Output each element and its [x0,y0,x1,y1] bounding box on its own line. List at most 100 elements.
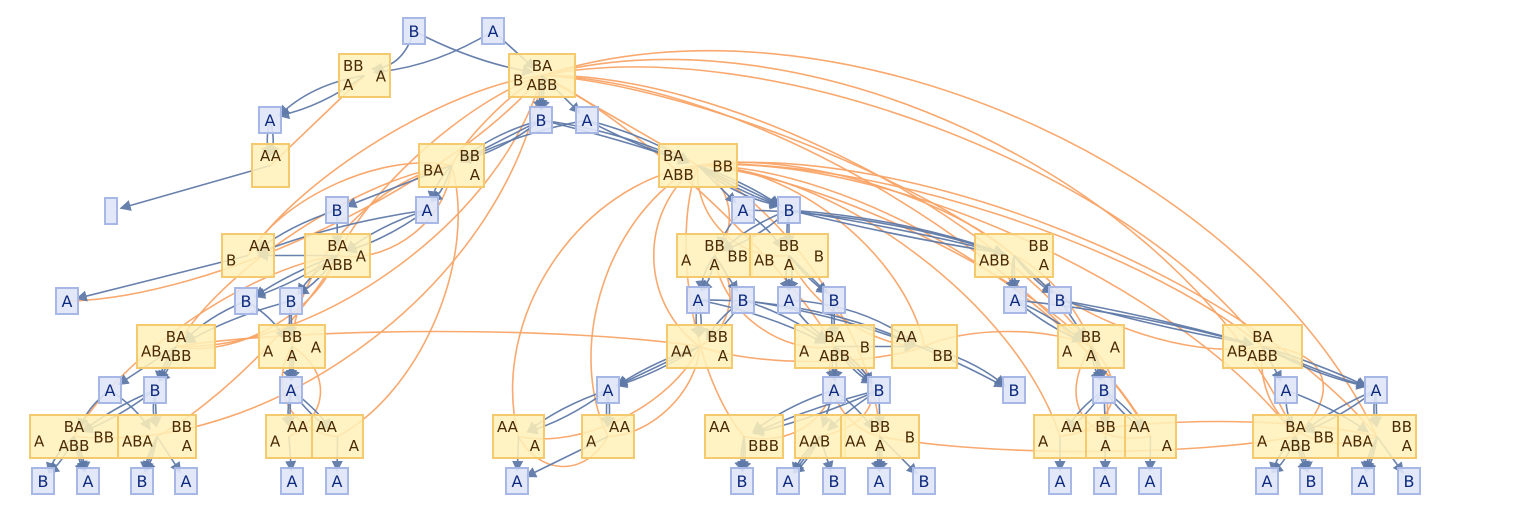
state-node[interactable]: AAA [492,414,545,459]
token-node[interactable]: B [912,467,936,495]
token-box [1093,467,1117,495]
token-node[interactable]: A [174,467,198,495]
token-node[interactable]: B [730,467,754,495]
state-label: AA [671,343,693,361]
token-node[interactable]: A [481,17,505,45]
token-node[interactable]: A [731,196,755,224]
token-node[interactable]: B [529,106,553,134]
state-node[interactable]: AAA [1033,414,1087,459]
token-node[interactable]: A [55,287,79,315]
state-label: A [270,433,281,451]
state-node[interactable]: AAA [311,414,364,459]
state-label: AB [141,343,162,361]
token-box [130,467,154,495]
state-label: A [343,76,354,94]
token-node[interactable]: A [1274,376,1298,404]
token-node[interactable]: A [596,376,620,404]
token-node[interactable]: A [415,196,439,224]
token-node[interactable]: B [822,286,846,314]
token-node[interactable]: A [822,376,846,404]
token-node[interactable]: A [325,467,349,495]
token-node[interactable]: B [279,287,303,315]
state-label: BA [663,147,684,165]
token-node[interactable]: B [1397,467,1421,495]
token-node[interactable]: B [143,376,167,404]
token-node[interactable]: B [31,467,55,495]
token-node[interactable]: A [1138,467,1162,495]
token-label: B [1306,472,1317,491]
token-node[interactable]: A [280,467,304,495]
token-node[interactable]: A [1364,376,1388,404]
token-node[interactable]: A [1351,467,1375,495]
token-node[interactable]: B [777,196,801,224]
state-node[interactable]: AA [251,143,290,188]
token-node[interactable]: A [575,106,599,134]
token-node[interactable]: A [1093,467,1117,495]
state-label: AA [609,418,631,436]
token-box [1048,286,1072,314]
token-node[interactable]: A [777,286,801,314]
state-node[interactable]: BBA [1085,414,1126,459]
token-node[interactable]: A [1255,467,1279,495]
state-box [304,233,371,278]
state-box [508,53,576,98]
token-node[interactable]: A [1048,467,1072,495]
token-label: A [332,472,343,491]
state-node[interactable]: AAA [265,414,313,459]
token-node[interactable]: B [1299,467,1323,495]
token-node[interactable]: B [822,467,846,495]
token-node[interactable]: A [505,467,529,495]
token-node[interactable]: A [76,467,100,495]
token-box [776,467,800,495]
state-label: A [1039,256,1050,274]
token-node[interactable]: B [130,467,154,495]
token-node[interactable]: B [867,376,891,404]
state-node[interactable]: AAB [794,414,846,459]
token-node[interactable]: A [867,467,891,495]
state-node[interactable]: BAA [221,233,275,278]
token-node[interactable] [104,197,118,225]
token-node[interactable]: B [325,196,349,224]
token-node[interactable]: A [279,376,303,404]
token-node[interactable]: B [1002,376,1026,404]
token-node[interactable]: A [1003,286,1027,314]
token-node[interactable]: A [776,467,800,495]
token-node[interactable]: B [1048,286,1072,314]
state-label: BB [1095,418,1116,436]
state-node[interactable]: AAA [1124,414,1177,459]
token-node[interactable]: A [686,286,710,314]
state-node[interactable]: AAA [581,414,635,459]
token-box [867,467,891,495]
token-node[interactable]: B [234,287,258,315]
token-box [1092,376,1116,404]
token-node[interactable]: B [1092,376,1116,404]
token-node[interactable]: A [258,106,282,134]
token-node[interactable]: A [98,376,122,404]
token-label: A [512,472,523,491]
token-node[interactable]: B [402,17,426,45]
causal-edge [697,299,916,346]
token-node[interactable]: B [731,286,755,314]
state-label: BB [779,237,800,255]
